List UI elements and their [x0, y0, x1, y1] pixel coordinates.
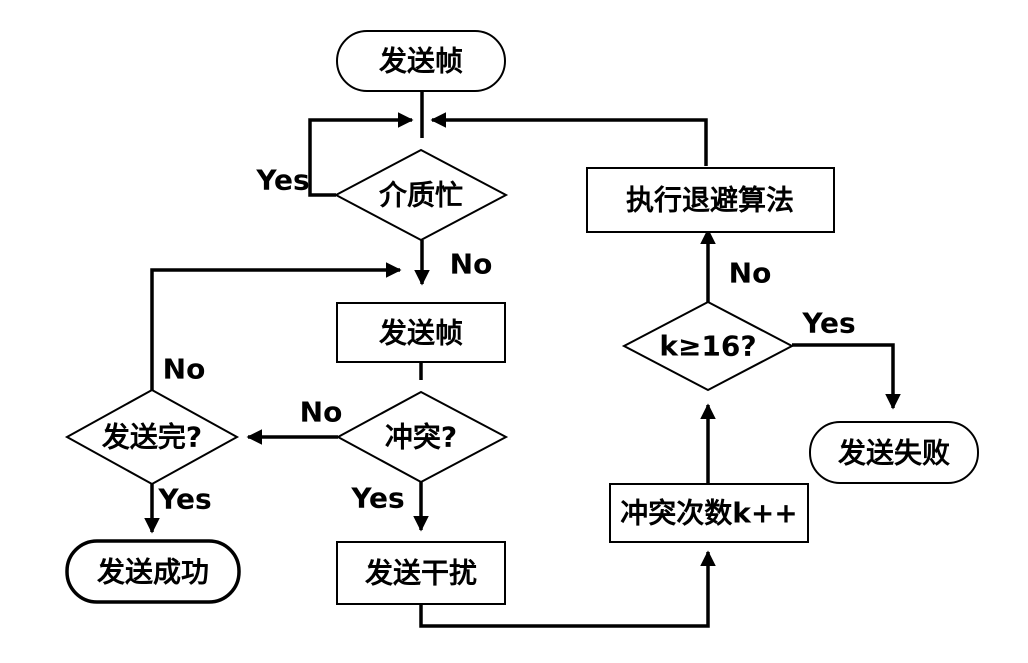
node-medium-busy: 介质忙	[333, 148, 509, 242]
send-fail-terminal	[809, 421, 979, 484]
send-jam-label: 发送干扰	[364, 557, 477, 590]
label-done-yes: Yes	[157, 483, 211, 516]
label-busy-no: No	[450, 248, 493, 281]
collision-count-box	[609, 483, 809, 543]
medium-busy-label: 介质忙	[378, 179, 463, 212]
send-done-diamond	[64, 388, 240, 486]
node-send-success: 发送成功	[65, 539, 241, 604]
send-success-terminal	[65, 539, 241, 604]
medium-busy-diamond	[333, 148, 509, 242]
label-done-no: No	[163, 353, 206, 386]
node-send-jam: 发送干扰	[336, 541, 506, 605]
send-done-label: 发送完?	[101, 421, 202, 454]
node-start: 发送帧	[336, 30, 506, 92]
label-collision-yes: Yes	[350, 482, 404, 515]
node-k-check: k≥16?	[621, 300, 795, 392]
send-fail-label: 发送失败	[837, 437, 950, 470]
collision-label: 冲突?	[385, 421, 457, 454]
collision-count-label: 冲突次数k++	[620, 497, 798, 530]
edge-jam-to-count	[419, 550, 716, 628]
collision-diamond	[335, 390, 509, 484]
backoff-label: 执行退避算法	[626, 184, 794, 217]
label-k-yes: Yes	[801, 307, 855, 340]
send-frame-box	[336, 302, 506, 363]
k-check-label: k≥16?	[659, 330, 756, 363]
edge-done-no-loop	[150, 262, 402, 390]
k-check-diamond	[621, 300, 795, 392]
node-send-frame: 发送帧	[336, 302, 506, 363]
edge-k-yes	[792, 343, 901, 410]
node-collision-count: 冲突次数k++	[609, 483, 809, 543]
start-terminal	[336, 30, 506, 92]
send-success-label: 发送成功	[96, 556, 209, 589]
connectors	[144, 92, 901, 628]
label-collision-no: No	[300, 396, 343, 429]
send-jam-box	[336, 541, 506, 605]
send-frame-label: 发送帧	[378, 317, 463, 350]
start-label: 发送帧	[378, 45, 463, 78]
backoff-box	[586, 167, 835, 233]
label-k-no: No	[729, 257, 772, 290]
edge-busy-yes-loop	[308, 112, 414, 197]
node-send-fail: 发送失败	[809, 421, 979, 484]
node-send-done: 发送完?	[64, 388, 240, 486]
edge-labels: Yes No No No Yes Yes No Yes	[157, 164, 855, 516]
node-backoff: 执行退避算法	[586, 167, 835, 233]
edge-backoff-to-top	[430, 112, 708, 166]
label-busy-yes: Yes	[255, 164, 309, 197]
node-collision: 冲突?	[335, 390, 509, 484]
